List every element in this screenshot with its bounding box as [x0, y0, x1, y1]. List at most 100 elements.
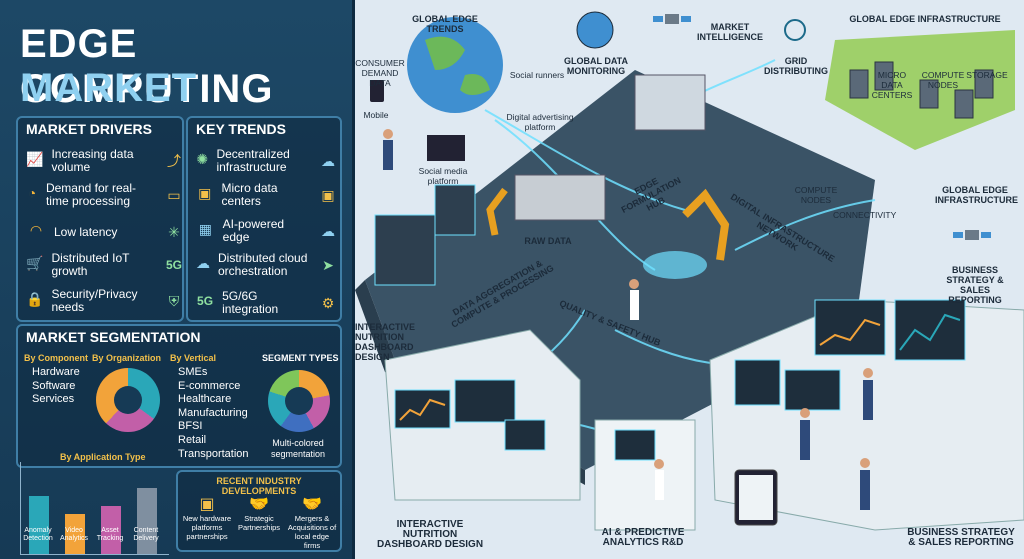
bar-4	[137, 488, 157, 554]
mobile-label: Mobile	[363, 110, 389, 120]
interactive-dashboard-label: INTERACTIVE NUTRITION DASHBOARD DESIGN	[355, 322, 416, 362]
handshake-icon: 🤝	[249, 496, 269, 513]
chart-up-icon: 📈	[26, 151, 44, 167]
connectivity-label: CONNECTIVITY	[833, 210, 897, 220]
ai-chip-icon: ▦	[198, 221, 212, 237]
illustration-canvas	[355, 11, 1024, 531]
monitoring-globe-icon	[576, 11, 614, 49]
merge-icon: 🤝	[302, 496, 322, 513]
grid-distributing-label: GRID DISTRIBUTING	[764, 56, 828, 76]
trend-item: ▦AI-powered edge ☁	[196, 218, 335, 244]
isometric-illustration: GLOBAL EDGE TRENDS CONSUMER DEMAND DATA …	[355, 0, 1024, 559]
segment-types-label: SEGMENT TYPES	[262, 353, 339, 363]
chip-icon: ▣	[199, 496, 215, 513]
robot-arm	[682, 188, 730, 261]
interactive-dashboard-2-label: INTERACTIVE NUTRITION DASHBOARD DESIGN	[376, 519, 484, 550]
market-drivers-heading: MARKET DRIVERS	[26, 121, 153, 137]
driver-item: 📈Increasing data volume ⤴	[26, 148, 181, 174]
trend-item: ☁Distributed cloud orchestration ➤	[196, 252, 334, 278]
bar-1	[29, 495, 49, 554]
application-type-label: By Application Type	[60, 452, 146, 462]
digital-advertising-label: Digital advertising platform	[506, 112, 574, 132]
infographic-panel: EDGE COMPUTING MARKET MARKET DRIVERS 📈In…	[0, 0, 355, 559]
bar-label: Asset Tracking	[96, 527, 124, 542]
multi-colored-label: Multi-colored segmentation	[270, 438, 326, 459]
component-list: Hardware Software Services	[32, 366, 80, 405]
segment-types-donut	[268, 370, 330, 432]
global-data-monitoring-label: GLOBAL DATA MONITORING	[564, 56, 628, 76]
developments-heading: RECENT INDUSTRY DEVELOPMENTS	[216, 476, 302, 496]
speedometer-icon: ◠	[29, 222, 43, 238]
chip-icon: ▣	[198, 185, 212, 201]
growth-icon: ⤴	[167, 152, 181, 169]
wallet-icon: ▭	[167, 186, 181, 203]
key-trends-panel: KEY TRENDS ✺Decentralized infrastructure…	[186, 116, 342, 322]
chip-icon: ▣	[321, 186, 335, 203]
development-item: 🤝 Strategic Partnerships	[234, 494, 284, 532]
organization-donut	[96, 368, 160, 432]
by-vertical-label: By Vertical	[170, 353, 217, 363]
driver-item: 🔒Security/Privacy needs ⛨	[26, 288, 179, 314]
driver-item: ◠Low latency ✳	[26, 222, 180, 240]
infra-servers	[849, 61, 994, 119]
bar-label: Content Delivery	[133, 527, 159, 542]
key-trends-heading: KEY TRENDS	[196, 121, 286, 137]
network-icon: ✳	[168, 223, 180, 240]
social-media-label: Social media platform	[418, 166, 468, 186]
shield-icon: ⛨	[168, 292, 180, 309]
laptop-icon	[427, 135, 465, 161]
market-intelligence-label: MARKET INTELLIGENCE	[696, 22, 763, 42]
people	[383, 129, 873, 510]
trend-item: ✺Decentralized infrastructure ☁	[196, 148, 335, 174]
micro-data-centers-label: MICRO DATA CENTERS	[871, 70, 913, 100]
vertical-list: SMEs E-commerce Healthcare Manufacturing…	[178, 366, 249, 460]
dashboard-screens	[394, 299, 966, 461]
application-type-chart	[20, 462, 169, 555]
compute-nodes-2-label: COMPUTE NODES	[794, 185, 838, 205]
ai-predictive-label: AI & PREDICTIVE ANALYTICS R&D	[601, 527, 685, 548]
by-organization-label: By Organization	[92, 353, 162, 363]
segmentation-heading: MARKET SEGMENTATION	[26, 329, 201, 345]
development-item: ▣ New hardware platforms partnerships	[182, 496, 232, 541]
network-icon: ✺	[196, 151, 209, 167]
gauge-icon: ◔	[27, 185, 37, 201]
development-item: 🤝 Mergers & Acquisitions of local edge f…	[287, 496, 337, 550]
quality-hub-platform	[643, 251, 707, 279]
business-strategy-label: BUSINESS STRATEGY & SALES REPORTING	[946, 265, 1004, 305]
bar-3	[101, 506, 121, 554]
title-line-1: EDGE COMPUTING	[20, 22, 274, 111]
cloud-icon: ☁	[196, 255, 210, 271]
5g-icon: 5G	[197, 294, 214, 308]
cloud-icon: ☁	[321, 152, 335, 169]
by-component-label: By Component	[24, 353, 88, 363]
social-runners-label: Social runners	[509, 70, 565, 80]
satellite-icon	[653, 14, 691, 24]
cart-icon: 🛒	[26, 255, 44, 271]
bar-label: Video Analytics	[59, 527, 88, 542]
send-icon: ➤	[322, 256, 334, 273]
grid-icon	[784, 19, 806, 41]
storage-label: STORAGE	[966, 70, 1008, 80]
trend-item: ▣Micro data centers ▣	[196, 182, 334, 208]
global-edge-infra-label: GLOBAL EDGE INFRASTRUCTURE	[849, 14, 1001, 24]
cloud-upload-icon: ☁	[321, 222, 335, 239]
driver-item: ◔Demand for real-time processing ▭	[26, 182, 181, 208]
bar-2	[65, 514, 85, 554]
satellite-icon	[953, 230, 991, 240]
5g-badge: 5G	[165, 257, 182, 272]
market-segmentation-panel: MARKET SEGMENTATION By Component By Orga…	[16, 324, 342, 468]
business-strategy-2-label: BUSINESS STRATEGY & SALES REPORTING	[907, 527, 1015, 548]
raw-data-label: RAW DATA	[524, 236, 572, 246]
global-edge-trends-label: GLOBAL EDGE TRENDS	[412, 14, 478, 34]
driver-item: 🛒Distributed IoT growth 5G	[26, 251, 182, 278]
bar-label: Anomaly Detection	[23, 527, 53, 542]
global-edge-infra-2-label: GLOBAL EDGE INFRASTRUCTURE	[935, 185, 1018, 205]
gear-icon: ⚙	[321, 294, 335, 311]
server-racks	[374, 214, 436, 286]
consumer-demand-label: CONSUMER DEMAND DATA	[355, 58, 405, 88]
recent-developments-panel: RECENT INDUSTRY DEVELOPMENTS ▣ New hardw…	[176, 470, 342, 552]
lock-icon: 🔒	[26, 291, 44, 307]
mobile-icon	[370, 80, 384, 102]
title-line-2: MARKET	[20, 66, 198, 110]
edge-hub-building	[634, 74, 706, 131]
